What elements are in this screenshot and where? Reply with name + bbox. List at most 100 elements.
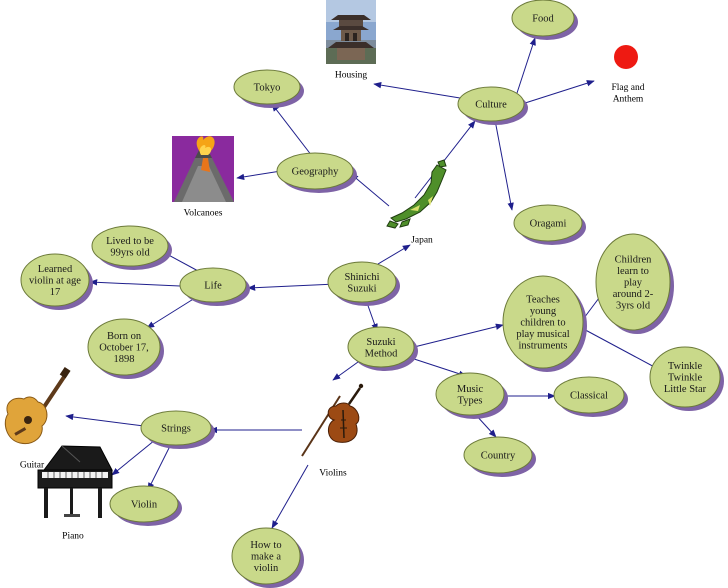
bubble-classical-text: Classical	[570, 391, 608, 402]
bubble-method-text-line: Suzuki	[366, 337, 395, 348]
caption-piano: Piano	[62, 532, 84, 542]
bubble-children-text-line: around 2-	[613, 289, 654, 300]
caption-violins-line: Violins	[319, 469, 347, 479]
link-teaches-twinkle	[577, 325, 661, 371]
bubble-origami[interactable]: Oragami	[513, 204, 586, 245]
bubble-teaches-text-line: children to	[520, 318, 565, 329]
link-culture-flag	[521, 80, 595, 105]
bubble-suzuki-text-line: Suzuki	[347, 283, 376, 294]
caption-violins: Violins	[319, 469, 347, 479]
bubble-how-to-make-text-line: How to	[250, 540, 281, 551]
bubble-culture[interactable]: Culture	[457, 86, 528, 125]
japan-flag-circle	[614, 45, 638, 69]
link-violins-howto	[271, 464, 309, 529]
caption-flag-line: Anthem	[613, 94, 644, 104]
bubble-life-text: Life	[204, 281, 222, 292]
bubble-how-to-make-text-line: make a	[251, 552, 281, 563]
caption-japan-line: Japan	[411, 236, 433, 246]
bubble-method-text-line: Method	[365, 348, 398, 359]
link-strings-guitar	[65, 413, 145, 427]
bubble-tokyo[interactable]: Tokyo	[233, 69, 304, 108]
caption-piano-line: Piano	[62, 532, 84, 542]
link-life-learned	[89, 279, 181, 287]
link-method-musictypes	[404, 355, 467, 377]
bubble-how-to-make-text-line: violin	[254, 563, 279, 574]
guitar-clipart	[4, 367, 71, 445]
bubble-children-text-line: play	[624, 278, 643, 289]
bubble-children-text-line: Children	[615, 255, 652, 266]
link-method-violins	[332, 361, 359, 381]
bubble-tokyo-text-line: Tokyo	[254, 83, 281, 94]
bubble-tokyo-text: Tokyo	[254, 83, 281, 94]
bubble-born-text-line: 1898	[114, 354, 135, 365]
bubble-country[interactable]: Country	[463, 436, 536, 477]
bubble-born-text-line: October 17,	[99, 343, 149, 354]
caption-volcanoes: Volcanoes	[184, 209, 223, 219]
bubble-strings-text-line: Strings	[161, 424, 191, 435]
bubble-teaches-text-line: play musical	[516, 329, 569, 340]
bubble-violin[interactable]: Violin	[109, 485, 182, 526]
bubble-learned-text-line: 17	[50, 287, 61, 298]
bubble-culture-text: Culture	[475, 100, 507, 111]
bubble-classical[interactable]: Classical	[553, 376, 628, 417]
caption-japan: Japan	[411, 236, 433, 246]
link-culture-food	[516, 37, 536, 94]
bubble-teaches-text-line: young	[530, 306, 557, 317]
caption-volcanoes-line: Volcanoes	[184, 209, 223, 219]
caption-guitar-line: Guitar	[20, 461, 45, 471]
bubble-teaches-text-line: Teaches	[526, 295, 560, 306]
link-japan-culture	[414, 120, 476, 199]
bubble-strings[interactable]: Strings	[140, 410, 215, 449]
bubble-music-types-text-line: Music	[457, 384, 484, 395]
bubble-geography-text-line: Geography	[292, 167, 339, 178]
link-culture-housing	[373, 81, 461, 99]
link-geography-tokyo	[271, 103, 313, 157]
bubble-classical-text-line: Classical	[570, 391, 608, 402]
bubble-life[interactable]: Life	[179, 267, 250, 306]
bubble-lived-text-line: 99yrs old	[110, 247, 150, 258]
bubble-food-text: Food	[532, 14, 554, 25]
link-life-born	[146, 297, 196, 329]
bubble-violin-text: Violin	[131, 500, 158, 511]
link-geography-volcanoes	[236, 170, 282, 181]
bubble-violin-text-line: Violin	[131, 500, 158, 511]
violin-clipart	[301, 383, 364, 457]
bubble-music-types-text-line: Types	[458, 395, 483, 406]
bubble-born-text-line: Born on	[107, 331, 142, 342]
bubble-learned-text-line: Learned	[38, 264, 73, 275]
caption-flag-line: Flag and	[612, 83, 645, 93]
bubble-learned-text-line: violin at age	[29, 276, 81, 287]
link-strings-violin	[147, 441, 173, 491]
bubble-children-text-line: 3yrs old	[616, 301, 651, 312]
link-method-teaches	[409, 323, 504, 349]
bubble-strings-text: Strings	[161, 424, 191, 435]
bubble-geography[interactable]: Geography	[276, 152, 357, 193]
bubble-food[interactable]: Food	[511, 0, 578, 40]
bubble-teaches-text-line: instruments	[519, 341, 568, 352]
bubble-origami-text: Oragami	[530, 219, 567, 230]
piano-clipart	[37, 445, 113, 518]
link-culture-origami	[494, 119, 514, 211]
bubble-twinkle-text-line: Twinkle	[668, 373, 703, 384]
bubble-country-text-line: Country	[481, 451, 516, 462]
pagoda-photo	[326, 0, 376, 64]
